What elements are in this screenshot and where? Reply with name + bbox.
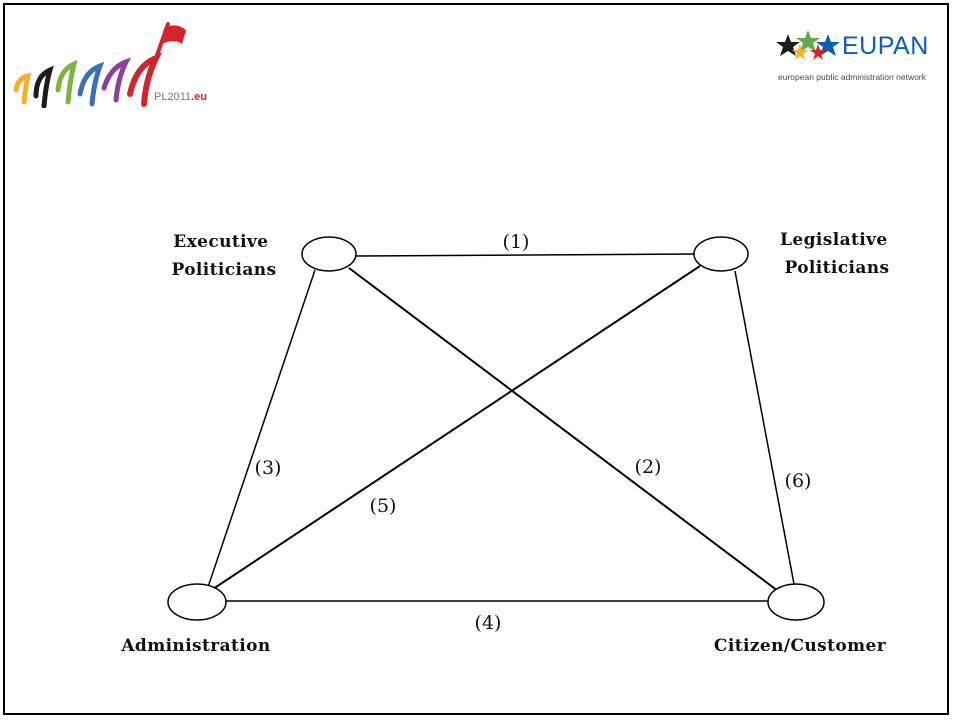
node-legislative [693,236,749,272]
edge-label-1: (1) [503,231,530,253]
pl2011-caption: PL2011.eu [154,91,207,103]
edge-executive-legislative [355,253,695,257]
label-citizen: Citizen/Customer [714,636,887,656]
edge-executive-administration [207,269,316,588]
label-administration: Administration [120,636,270,656]
eupan-stars-icon [776,30,840,60]
edge-label-4: (4) [475,612,502,634]
pl2011-figures-icon: PL2011.eu [13,22,207,109]
eupan-wordmark: EUPAN [842,32,929,60]
label-executive: Executive Politicians [171,232,276,280]
label-legislative: Legislative Politicians [780,230,894,278]
edge-executive-citizen [348,267,779,592]
edge-legislative-citizen [734,270,795,585]
edge-label-2: (2) [635,456,662,478]
node-citizen [767,583,825,621]
node-executive [301,236,357,272]
edge-label-3: (3) [255,457,282,479]
node-administration [167,583,227,621]
eupan-tagline: european public administration network [778,72,926,82]
edge-label-5: (5) [370,495,397,517]
edge-legislative-administration [212,265,701,590]
pl2011-logo: PL2011.eu [6,18,221,112]
edge-label-6: (6) [785,470,812,492]
eupan-logo: EUPAN european public administration net… [776,28,954,98]
slide-frame [3,3,949,715]
